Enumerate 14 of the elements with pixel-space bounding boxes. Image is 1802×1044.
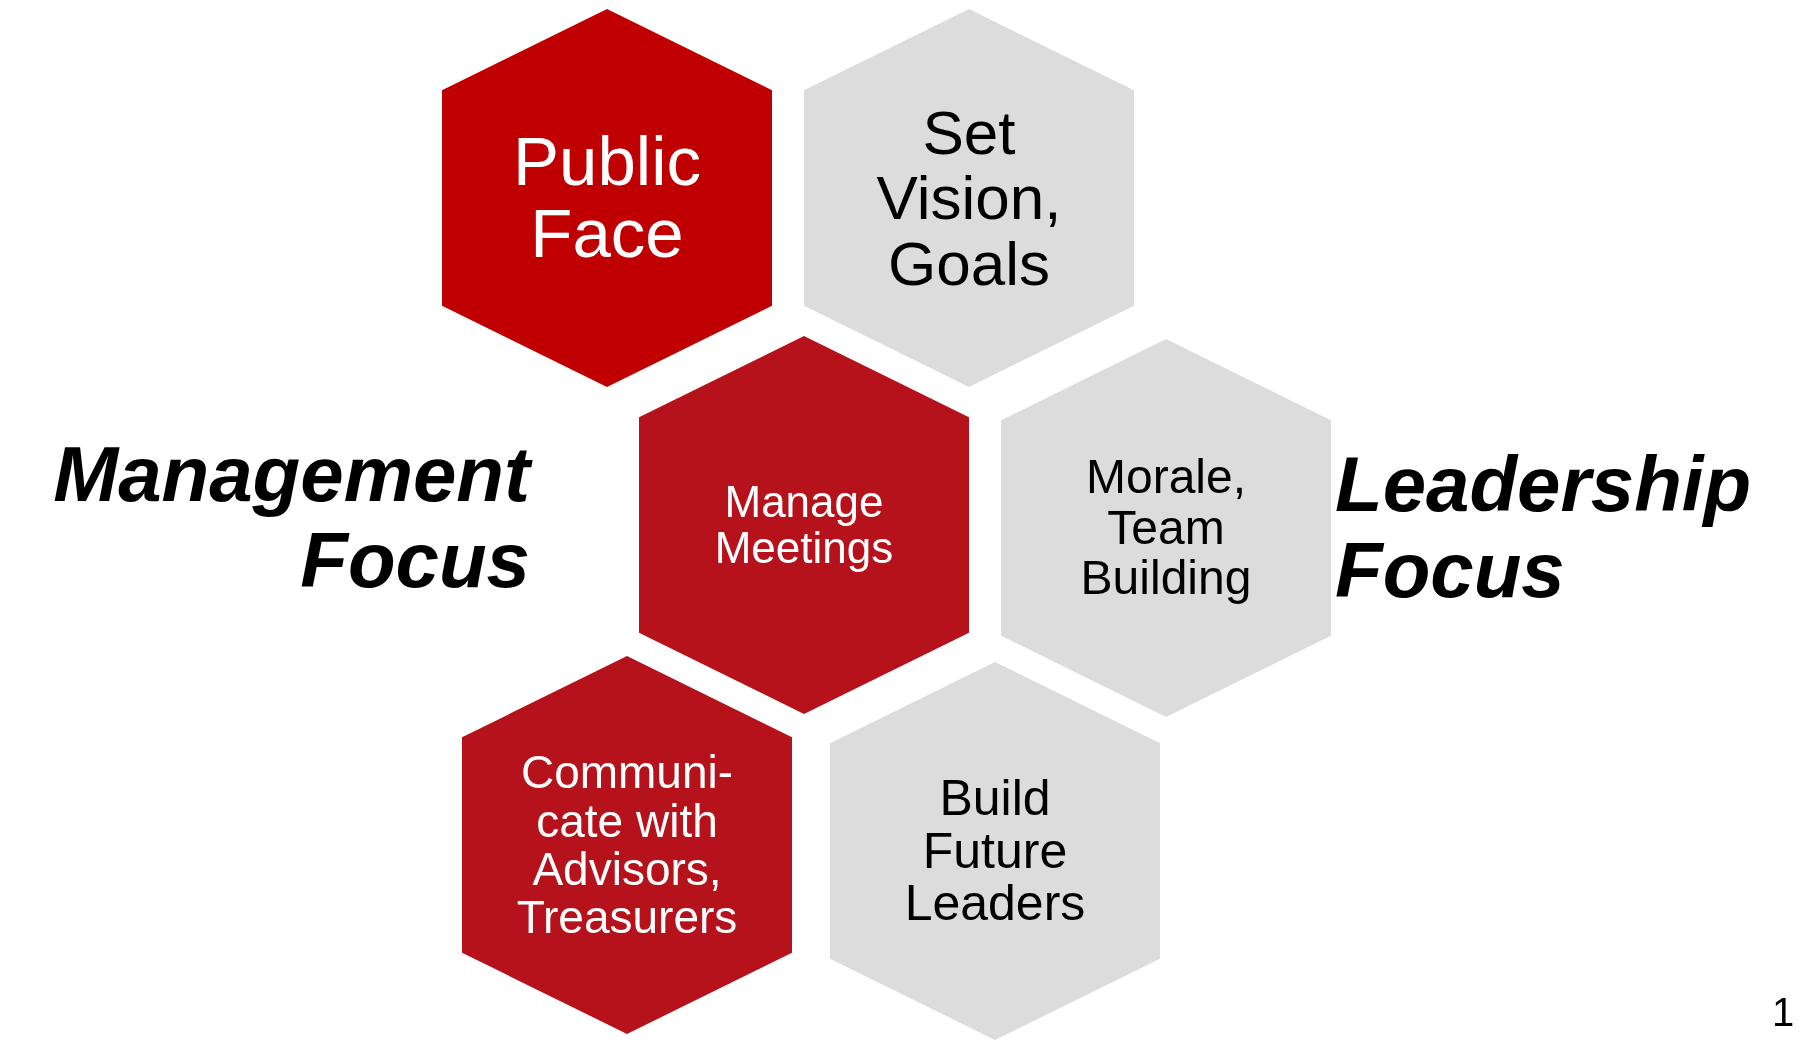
tile-label: Set Vision, Goals (875, 100, 1063, 296)
hexagon-tile (639, 336, 969, 714)
hexagon-tile (804, 9, 1134, 387)
tile-label: Build Future Leaders (903, 772, 1087, 930)
side-heading: Leadership Focus (1335, 442, 1753, 614)
tile-label: Morale, Team Building (1079, 452, 1253, 604)
tile-label: Public Face (512, 125, 702, 271)
tile-label: Manage Meetings (713, 478, 895, 572)
hexagon-tile (1001, 339, 1331, 717)
tile-label: Communi- cate with Advisors, Treasurers (515, 748, 739, 942)
page-number: 1 (1772, 990, 1795, 1035)
hexagon-tile (462, 656, 792, 1034)
hexagon-tile (830, 662, 1160, 1040)
hexagon-tile (442, 9, 772, 387)
